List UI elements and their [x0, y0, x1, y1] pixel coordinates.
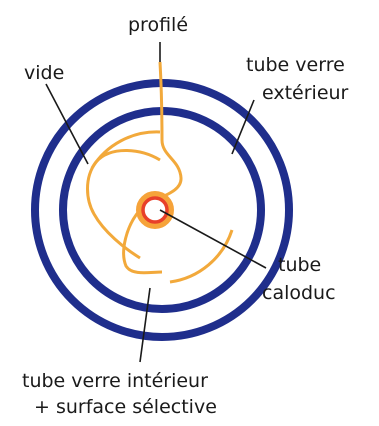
leader-vacuum: [45, 83, 89, 165]
label-vacuum: vide: [24, 62, 65, 84]
profile-fin-left: [122, 61, 183, 275]
leader-heat-pipe: [159, 209, 267, 269]
label-outer-tube-line2: extérieur: [262, 82, 349, 104]
heat-pipe: [141, 196, 169, 224]
profile-fin-right: [86, 149, 161, 260]
profile-arc-bottom: [169, 229, 234, 284]
label-heat-pipe-line2: caloduc: [262, 282, 336, 304]
label-inner-tube-line2: + surface sélective: [34, 396, 217, 418]
label-inner-tube-line1: tube verre intérieur: [22, 370, 208, 392]
leader-inner-tube: [139, 287, 151, 363]
label-heat-pipe-line1: tube: [278, 254, 322, 276]
profile-arc-top: [90, 130, 161, 169]
label-profile: profilé: [128, 14, 189, 36]
label-outer-tube-line1: tube verre: [246, 54, 345, 76]
leader-outer-tube: [231, 99, 255, 155]
